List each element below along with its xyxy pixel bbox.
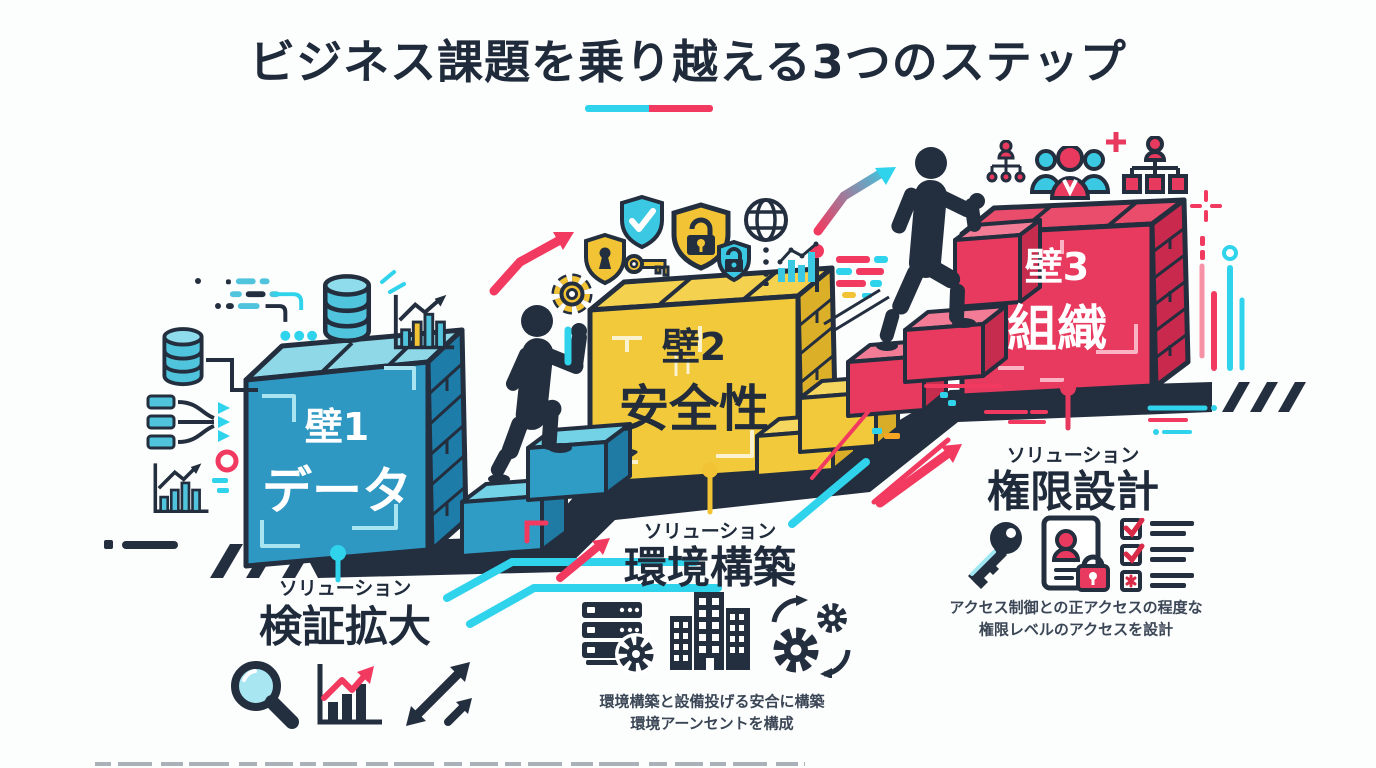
server-gear-icon	[580, 598, 658, 678]
key-icon	[624, 248, 672, 280]
wall-2-topic: 安全性	[619, 380, 769, 438]
climber-2-silhouette	[876, 147, 985, 351]
team-icon	[1028, 146, 1112, 204]
magnifier-icon	[226, 656, 302, 732]
page-title: ビジネス課題を乗り越える3つのステップ	[249, 35, 1127, 89]
growth-chart-icon	[150, 460, 212, 520]
wall-1-step-label: 壁1	[304, 405, 370, 449]
arrow-up-4	[875, 444, 962, 508]
solution-connectors	[330, 380, 1076, 583]
solution-2-name: 環境構築	[624, 543, 796, 594]
shield-lock-icon	[668, 202, 734, 280]
gears-icon	[760, 594, 852, 678]
solution-2-note-line-2: 環境アーンセントを構成	[630, 714, 794, 733]
arrow-up-2	[813, 167, 896, 236]
id-card-lock-icon	[1040, 514, 1110, 594]
solution-1-name: 検証拡大	[259, 602, 431, 653]
arrow-up-1	[489, 232, 574, 296]
solution-3-note-line-1: アクセス制御との正アクセスの程度な	[949, 598, 1203, 617]
arrow-up-3	[524, 520, 610, 582]
shield-lock-small-icon	[716, 240, 752, 284]
guide-lines	[443, 437, 951, 628]
underline-cyan-segment	[585, 105, 649, 112]
plus-icon	[1106, 132, 1126, 152]
buildings-icon	[668, 590, 756, 674]
mini-chart-icon	[774, 238, 828, 286]
data-flow-icon	[222, 276, 317, 348]
shield-keyhole-icon	[582, 232, 628, 286]
wall-2-step-label: 壁2	[661, 325, 727, 369]
solution-3-tag: ソリューション	[1006, 444, 1140, 467]
decor-circuit-right	[810, 384, 1048, 480]
decor-mid-cluster	[810, 244, 890, 333]
org-chart-icon	[1122, 136, 1188, 200]
wall-1-topic: データ	[262, 462, 412, 520]
decor-left-cluster	[195, 270, 572, 392]
org-person-icon	[986, 140, 1026, 192]
solution-1-tag: ソリューション	[278, 577, 412, 600]
stairs-blue	[460, 422, 632, 558]
database-icon	[318, 272, 376, 346]
expand-arrows-icon	[398, 654, 478, 734]
data-stream-icon	[146, 394, 242, 456]
ring-icon	[214, 448, 240, 474]
dotted-line-icon	[762, 246, 770, 286]
title-underline	[585, 105, 713, 112]
gear-icon	[550, 272, 594, 316]
shield-check-icon	[618, 194, 666, 250]
key-icon	[948, 518, 1032, 594]
solution-3-note-line-2: 権限レベルのアクセスを設計	[978, 620, 1174, 639]
dash-marks-icon	[212, 478, 236, 498]
climber-1-silhouette	[488, 305, 587, 484]
globe-icon	[742, 196, 790, 244]
wall-3-step-label: 壁3	[1024, 245, 1090, 289]
growth-chart-icon	[390, 292, 458, 356]
solution-2-note-line-1: 環境構築と設備投げる安合に構築	[599, 692, 825, 711]
solution-3-name: 権限設計	[987, 467, 1159, 518]
checklist-icon	[1120, 518, 1202, 594]
wall-3-topic: 組織	[1007, 300, 1107, 358]
underline-pink-segment	[649, 105, 713, 112]
decor-equalizer	[1147, 190, 1245, 435]
solution-2-tag: ソリューション	[643, 520, 777, 543]
growth-chart-arrow-icon	[312, 658, 386, 732]
database-icon	[158, 326, 208, 388]
